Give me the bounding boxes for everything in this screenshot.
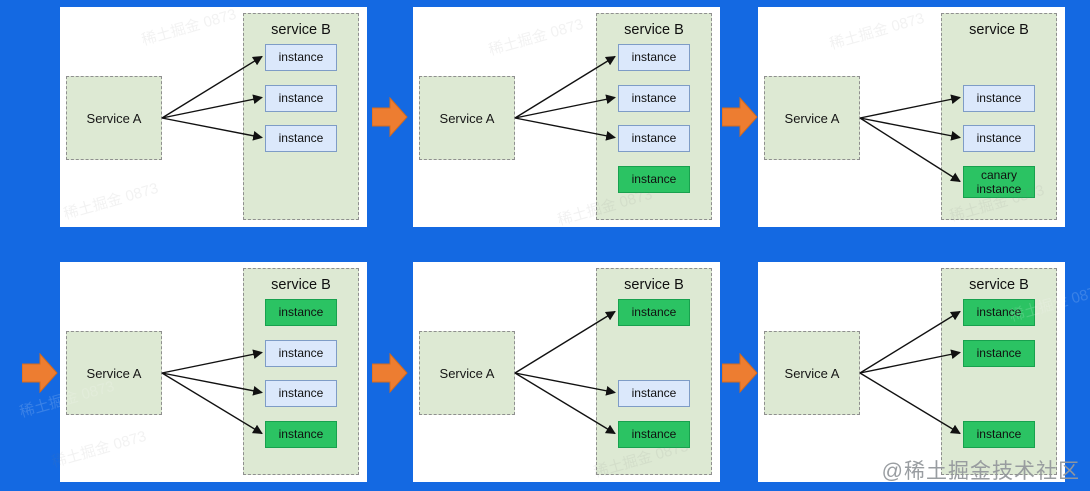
instance-box-new: instance [963,299,1035,326]
step-transition-arrow-icon [372,353,408,393]
instance-box-new: instance [618,299,690,326]
step-transition-arrow-icon [372,97,408,137]
instance-box-old: instance [618,380,690,407]
service-b-container: service B instance instance instance [596,268,712,475]
service-b-title: service B [624,277,684,293]
service-a-label: Service A [784,365,840,381]
instance-box-old: instance [618,125,690,152]
diagram-step-panel: Service A service B instance instance inst… [758,262,1065,482]
service-a-label: Service A [439,365,495,381]
instance-box-new: canary instance [963,165,1035,199]
service-b-title: service B [271,22,331,38]
juejin-watermark: @稀土掘金技术社区 [881,460,1080,483]
step-transition-arrow-icon [722,353,758,393]
instance-box-old: instance [265,125,337,152]
service-a-label: Service A [86,110,142,126]
instance-box-old: instance [265,339,337,367]
instance-box-old: instance [265,84,337,112]
service-a-label: Service A [439,110,495,126]
instance-box-old: instance [963,84,1035,112]
service-b-container: service B instance instance instance instan… [596,13,712,220]
service-a-box: Service A [764,76,860,160]
instance-box-new: instance [963,339,1035,367]
instance-box-old: instance [963,125,1035,152]
instance-box-old: instance [618,44,690,71]
diagram-step-panel: Service A service B instance instance inst… [60,262,367,482]
service-b-container: service B instance instance instance [941,268,1057,475]
instance-box-new: instance [963,420,1035,448]
service-b-container: service B instance instance canary instanc… [941,13,1057,220]
service-b-title: service B [271,277,331,293]
diagram-step-panel: Service A service B instance instance cana… [758,7,1065,227]
diagram-step-panel: Service A service B instance instance inst… [60,7,367,227]
diagram-step-panel: Service A service B instance instance inst… [413,262,720,482]
instance-box-old: instance [265,380,337,407]
service-a-box: Service A [764,331,860,415]
service-a-box: Service A [66,76,162,160]
instance-box-new: instance [618,165,690,193]
service-a-box: Service A [419,331,515,415]
instance-box-old: instance [265,44,337,71]
service-a-box: Service A [66,331,162,415]
service-a-label: Service A [86,365,142,381]
instance-box-new: instance [265,299,337,326]
service-a-label: Service A [784,110,840,126]
service-b-container: service B instance instance instance instan… [243,268,359,475]
instance-box-new: instance [265,420,337,448]
diagram-step-panel: Service A service B instance instance inst… [413,7,720,227]
service-a-box: Service A [419,76,515,160]
step-transition-arrow-icon [22,353,58,393]
instance-box-old: instance [618,84,690,112]
service-b-container: service B instance instance instance [243,13,359,220]
service-b-title: service B [624,22,684,38]
service-b-title: service B [969,277,1029,293]
service-b-title: service B [969,22,1029,38]
step-transition-arrow-icon [722,97,758,137]
instance-box-new: instance [618,420,690,448]
